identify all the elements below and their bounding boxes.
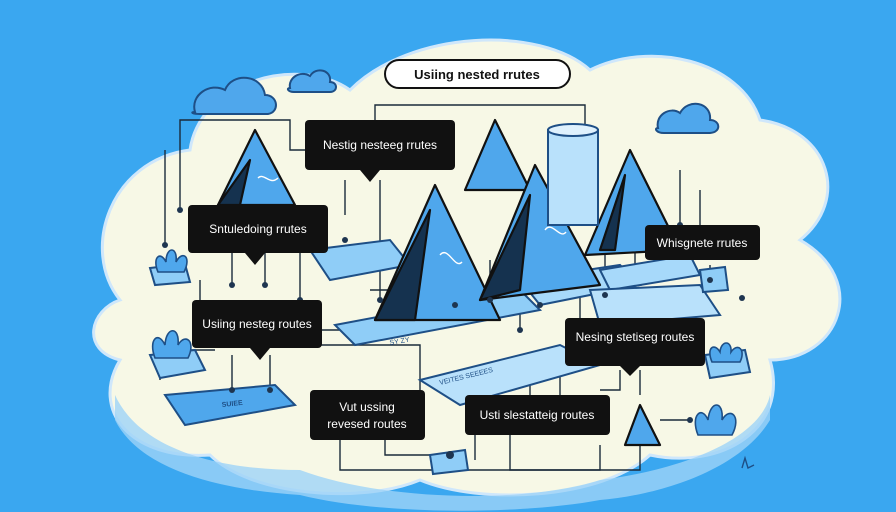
mountain-back-center — [463, 118, 532, 192]
plant-icon-bottom-right — [694, 404, 737, 436]
label-left-upper-text: Sntuledoing rrutes — [209, 222, 306, 236]
tower — [547, 123, 599, 226]
left-tile-text: SUIEE — [221, 400, 243, 409]
cloud-icon-right — [655, 102, 720, 134]
label-bottom-right-text: Usti slestatteig routes — [480, 408, 595, 422]
cloud-icon-small — [286, 69, 337, 93]
platform-left-tile — [163, 383, 298, 427]
platform-bottom-node — [428, 448, 470, 476]
label-left-upper: Sntuledoing rrutes — [188, 205, 328, 265]
label-bottom-left: Vut ussing revesed routes — [310, 390, 425, 440]
label-bottom-left-line2: revesed routes — [327, 417, 406, 431]
label-top-center: Nestig nesteeg rrutes — [305, 120, 455, 182]
mountain-small-right — [623, 403, 662, 447]
title-banner: Usiing nested rrutes — [384, 59, 571, 89]
label-bottom-left-line1: Vut ussing — [339, 400, 395, 414]
plant-icon-left-middle — [151, 329, 192, 359]
label-right-upper-text: Whisgnete rrutes — [657, 236, 748, 250]
label-bottom-right: Usti slestatteig routes — [465, 395, 610, 435]
cloud-icon-left — [191, 76, 277, 115]
label-right-middle: Nesing stetiseg routes — [565, 318, 705, 376]
label-top-center-text: Nestig nesteeg rrutes — [323, 138, 437, 152]
mountain-waves — [257, 175, 567, 265]
label-left-middle-text: Usiing nesteg routes — [202, 317, 311, 331]
center-marks-text: SY ZY — [389, 337, 410, 347]
plant-icon-right — [709, 342, 743, 363]
plant-icon-left-top — [155, 249, 188, 273]
platform-right-label — [588, 283, 722, 327]
platform-right-node — [698, 265, 730, 294]
label-left-middle: Usiing nesteg routes — [192, 300, 322, 360]
signature-mark — [741, 455, 755, 469]
label-right-upper: Whisgnete rrutes — [645, 225, 760, 260]
diagram-title: Usiing nested rrutes — [414, 67, 540, 82]
label-right-middle-text: Nesing stetiseg routes — [576, 330, 695, 344]
